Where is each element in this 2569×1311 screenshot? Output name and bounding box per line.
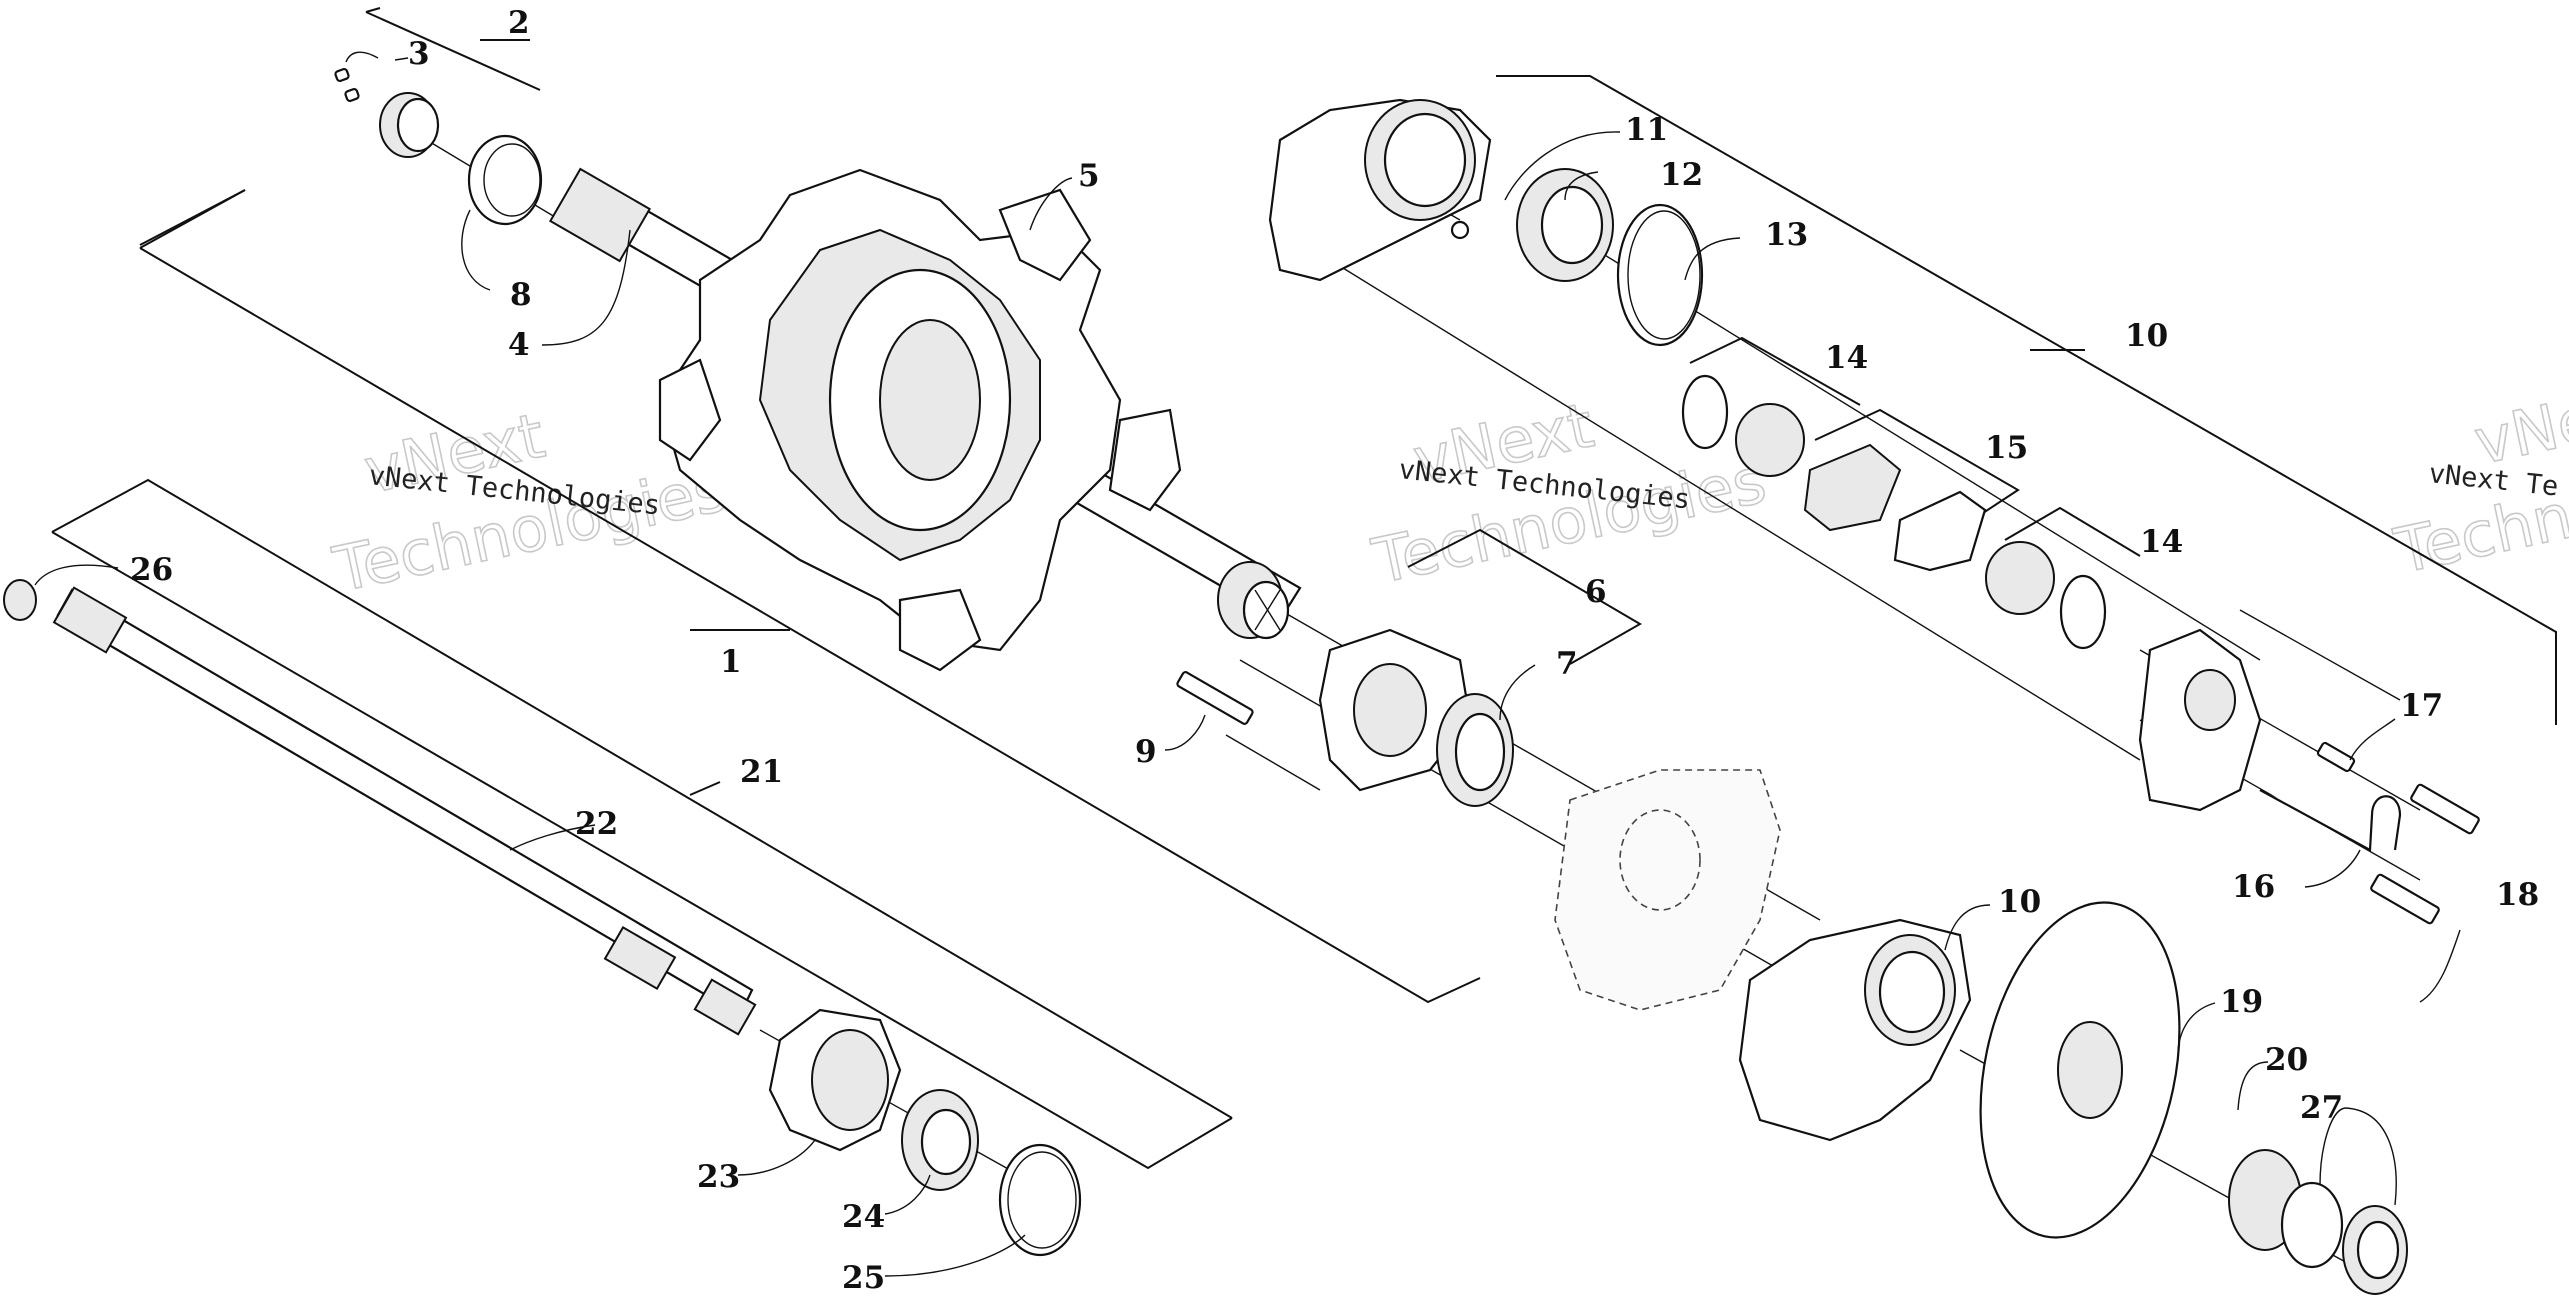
- callout-27: 27: [2300, 1090, 2343, 1126]
- part-27-nut: [2342, 1205, 2408, 1295]
- callout-8: 8: [510, 277, 532, 313]
- bracket-1-top: [139, 189, 246, 249]
- callout-21: 21: [740, 754, 783, 790]
- part-12-bearing: [1516, 168, 1614, 282]
- callout-7: 7: [1556, 646, 1578, 682]
- bracket-14-bottom: [2004, 506, 2141, 557]
- callout-10-top: 10: [2125, 318, 2168, 354]
- callout-26: 26: [130, 552, 173, 588]
- part-13-snap-ring: [1616, 203, 1704, 347]
- callout-13: 13: [1765, 217, 1808, 253]
- part-18-bolt-bottom: [2370, 873, 2440, 925]
- part-18-bolt-top: [2410, 783, 2480, 835]
- part-15-pad-left: [1803, 443, 1902, 532]
- callout-10-bottom: 10: [1998, 884, 2041, 920]
- part-25-snap-ring: [998, 1143, 1082, 1257]
- part-11-plug: [1450, 220, 1470, 240]
- callout-14-bottom: 14: [2140, 524, 2183, 560]
- callout-15: 15: [1985, 430, 2028, 466]
- part-19-brake-disc: [1979, 901, 2181, 1239]
- bracket-2: [365, 11, 541, 91]
- part-14-ring-top: [1681, 374, 1729, 450]
- part-14-ring-bottom: [2059, 574, 2107, 650]
- dashed-reference-plate: [1554, 769, 1781, 1011]
- part-8-ring: [467, 134, 543, 226]
- part-10-bearing-housing-bottom: [1738, 918, 1972, 1142]
- callout-2: 2: [508, 5, 530, 41]
- part-caliper-half: [2138, 628, 2262, 812]
- part-16-pin-clip: [2259, 789, 2402, 852]
- part-24-bearing: [901, 1089, 979, 1191]
- part-9-bolt: [1176, 671, 1254, 725]
- part-10-bearing-housing-top: [1268, 98, 1492, 282]
- part-23-bearing-flange: [768, 1008, 902, 1152]
- bracket-1: [139, 247, 1481, 1004]
- part-2-end-cap: [379, 92, 440, 158]
- bracket-15: [1814, 408, 2020, 516]
- part-6-bearing-flange: [1318, 628, 1472, 792]
- callout-9: 9: [1135, 734, 1157, 770]
- callout-4: 4: [508, 327, 530, 363]
- part-14-spacer-top: [1735, 403, 1805, 477]
- callout-16: 16: [2232, 869, 2275, 905]
- part-7-bearing: [1436, 693, 1514, 807]
- callout-22: 22: [575, 806, 618, 842]
- callout-6: 6: [1585, 574, 1607, 610]
- callout-23: 23: [697, 1159, 740, 1195]
- bracket-21: [51, 478, 1233, 1119]
- callout-24: 24: [842, 1199, 885, 1235]
- part-27-lock-washer: [2280, 1181, 2344, 1269]
- callout-14-top: 14: [1825, 340, 1868, 376]
- bracket-6: [1407, 528, 1642, 665]
- bracket-10: [1496, 75, 2557, 725]
- callout-20: 20: [2265, 1042, 2308, 1078]
- callout-18: 18: [2496, 877, 2539, 913]
- callout-5: 5: [1078, 158, 1100, 194]
- part-26-end-plug: [3, 579, 37, 621]
- part-15-pad-right: [1893, 490, 1987, 572]
- callout-1: 1: [720, 644, 742, 680]
- part-5-drive-sprocket: [658, 168, 1182, 672]
- callout-19: 19: [2220, 984, 2263, 1020]
- callout-17: 17: [2400, 688, 2443, 724]
- part-14-spacer-bottom: [1985, 541, 2055, 615]
- callout-3: 3: [408, 36, 430, 72]
- callout-25: 25: [842, 1260, 885, 1296]
- bracket-14-top: [1689, 336, 1861, 406]
- callout-12: 12: [1660, 157, 1703, 193]
- part-22-jackshaft: [52, 586, 757, 1036]
- part-3-set-screws: [334, 67, 360, 103]
- callout-11: 11: [1625, 112, 1668, 148]
- part-17-bleeder: [2316, 741, 2356, 773]
